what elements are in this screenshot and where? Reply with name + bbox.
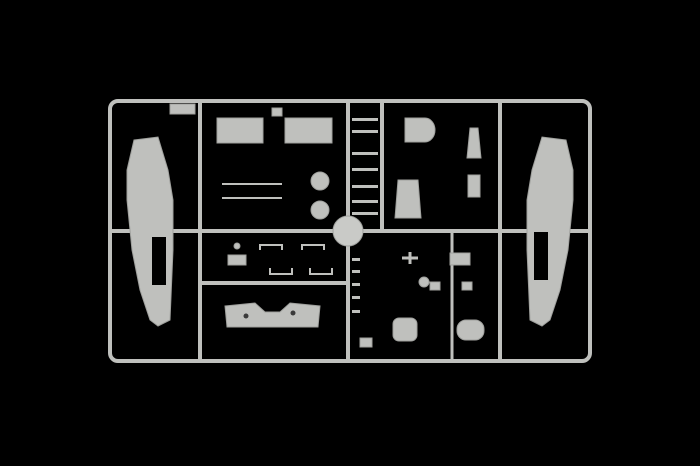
- handle-part: [259, 244, 333, 275]
- tab-part: [359, 337, 373, 348]
- instrument-panel-part: [392, 317, 418, 342]
- hole: [243, 313, 249, 319]
- panel-cutout: [534, 232, 548, 280]
- tab-part: [169, 103, 196, 115]
- tab-part: [271, 107, 283, 117]
- seat-part: [404, 117, 436, 143]
- gear-part: [227, 254, 247, 266]
- wing-flap-part: [284, 117, 333, 144]
- sprue-pin-part: [352, 118, 378, 121]
- small-parts-ladder: [352, 118, 378, 313]
- bracket-part: [449, 252, 471, 266]
- small-part: [429, 281, 441, 291]
- disc-part: [310, 200, 330, 220]
- small-plane-part: [402, 252, 418, 264]
- sprue-pin-part: [352, 168, 378, 171]
- sprue-pin-part: [352, 270, 360, 273]
- small-part: [461, 281, 473, 291]
- round-part: [418, 276, 430, 288]
- sprue-pin-part: [352, 130, 378, 133]
- panel-cutout: [152, 237, 166, 285]
- spinner-hub-part: [332, 215, 364, 247]
- wing-flap-part: [216, 117, 264, 144]
- hole: [290, 310, 296, 316]
- cone-part: [466, 127, 482, 159]
- sprue-pin-part: [352, 212, 378, 215]
- knob-part: [233, 242, 241, 250]
- disc-part: [310, 171, 330, 191]
- sprue-pin-part: [352, 283, 360, 286]
- rudder-pedal-part: [456, 319, 485, 341]
- sprue-parts: [126, 103, 574, 348]
- sprue-pin-part: [352, 185, 378, 188]
- cowling-part: [224, 302, 321, 328]
- sprue-pin-part: [352, 296, 360, 299]
- seat-back-part: [394, 179, 422, 219]
- sprue-pin-part: [352, 200, 378, 203]
- cylinder-part: [467, 174, 481, 198]
- sprue-pin-part: [352, 310, 360, 313]
- sprue-pin-part: [352, 258, 360, 261]
- sprue-pin-part: [352, 152, 378, 155]
